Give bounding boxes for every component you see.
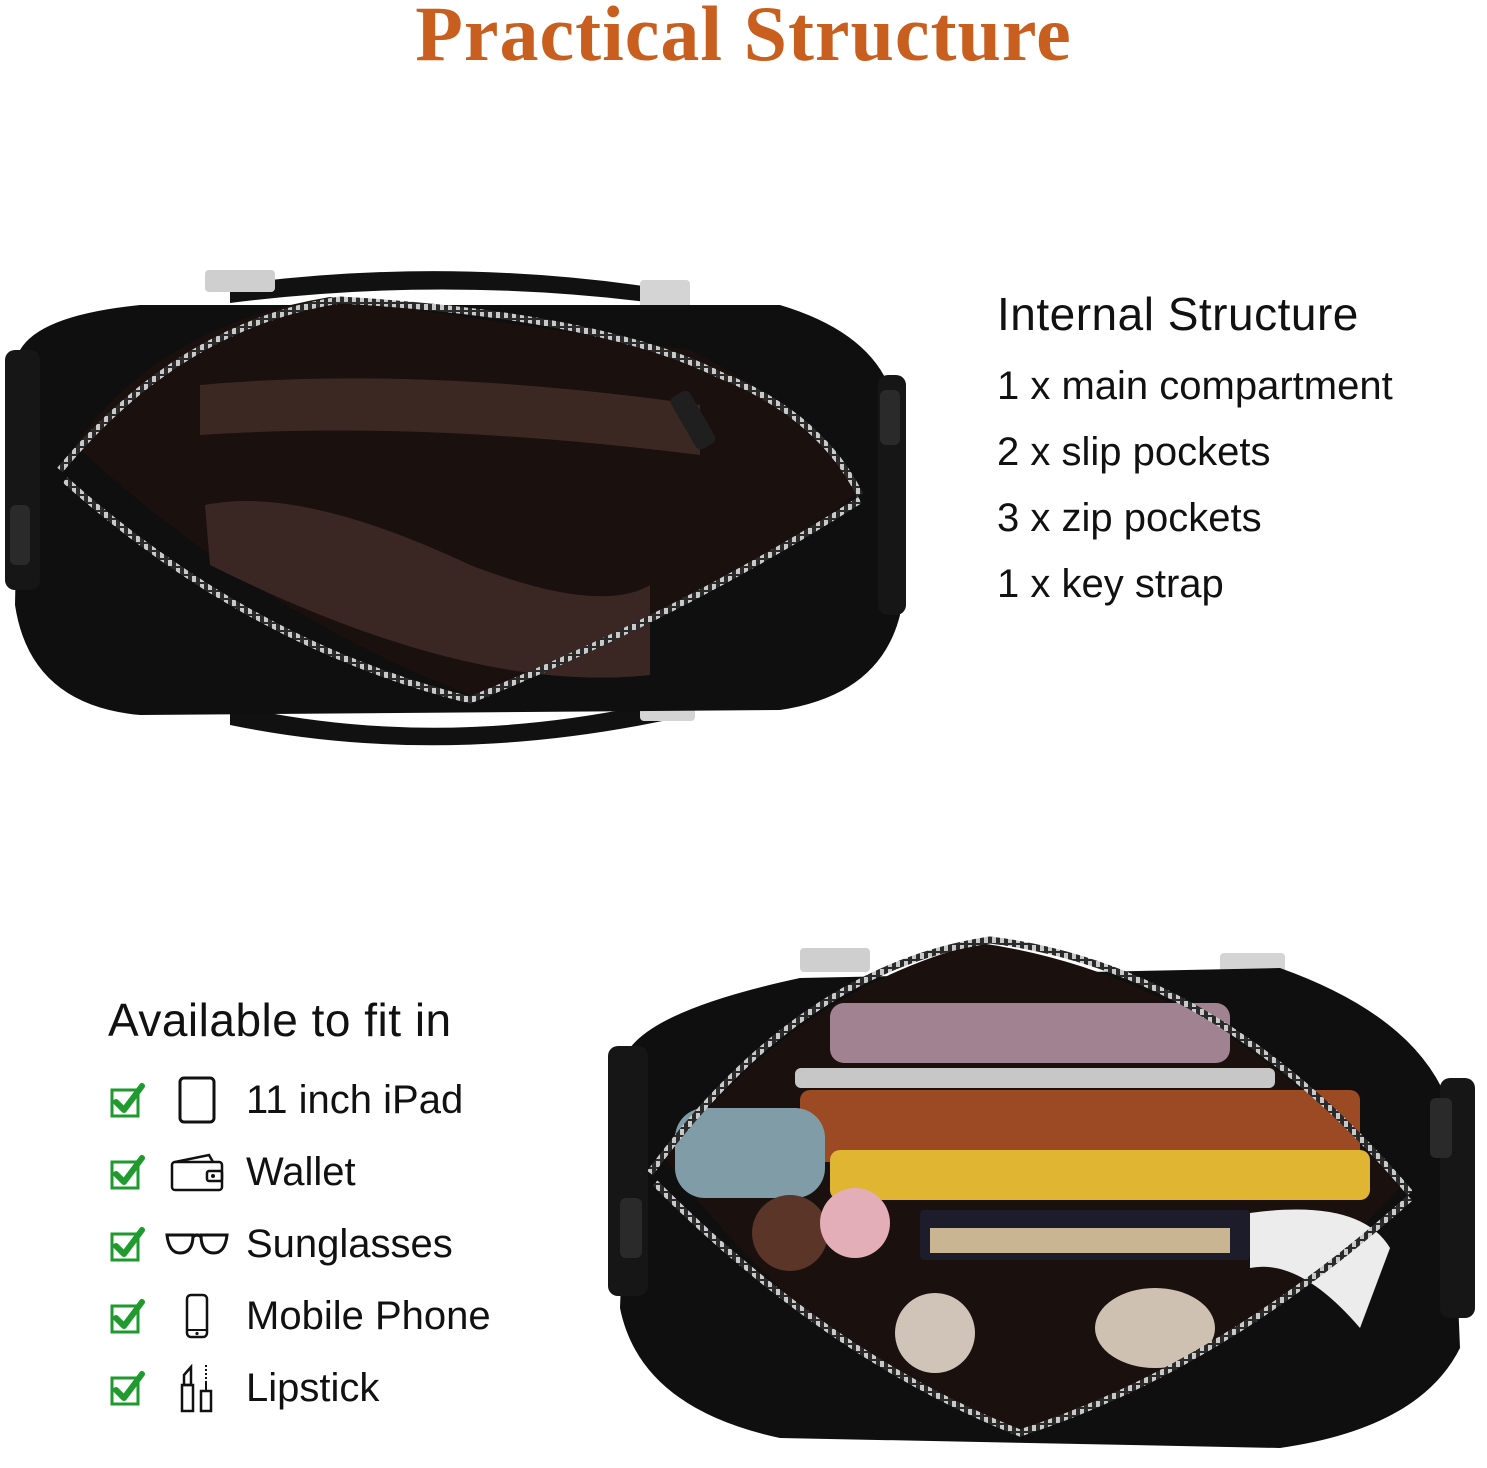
structure-item: 1 x main compartment [997,364,1393,408]
fit-item-label: 11 inch iPad [246,1077,464,1122]
structure-item: 1 x key strap [997,562,1224,606]
fit-item-lipstick: Lipstick [108,1352,578,1424]
phone-icon [162,1286,232,1346]
sunglasses-icon [162,1214,232,1274]
bag-photo-empty-interior [0,255,910,755]
checkmark-icon [110,1083,145,1118]
internal-structure-heading: Internal Structure [997,288,1359,340]
fit-in-heading: Available to fit in [108,994,452,1046]
internal-structure-panel: Internal Structure 1 x main compartment … [997,285,1467,617]
fit-in-panel: Available to fit in 11 inch iPad Wallet [108,992,578,1424]
lipstick-icon [162,1358,232,1418]
fit-item-label: Mobile Phone [246,1293,491,1338]
fit-item-label: Sunglasses [246,1221,453,1266]
page-title: Practical Structure [415,0,1072,77]
wallet-icon [162,1142,232,1202]
checkmark-icon [110,1155,145,1190]
fit-item-phone: Mobile Phone [108,1280,578,1352]
fit-item-wallet: Wallet [108,1136,578,1208]
tablet-icon [162,1070,232,1130]
structure-item: 3 x zip pockets [997,496,1262,540]
fit-item-sunglasses: Sunglasses [108,1208,578,1280]
checkmark-icon [110,1371,145,1406]
fit-item-label: Lipstick [246,1365,380,1410]
bag-photo-filled-interior [600,928,1480,1468]
checkmark-icon [110,1299,145,1334]
structure-item: 2 x slip pockets [997,430,1271,474]
checkmark-icon [110,1227,145,1262]
fit-item-ipad: 11 inch iPad [108,1064,578,1136]
fit-item-label: Wallet [246,1149,356,1194]
